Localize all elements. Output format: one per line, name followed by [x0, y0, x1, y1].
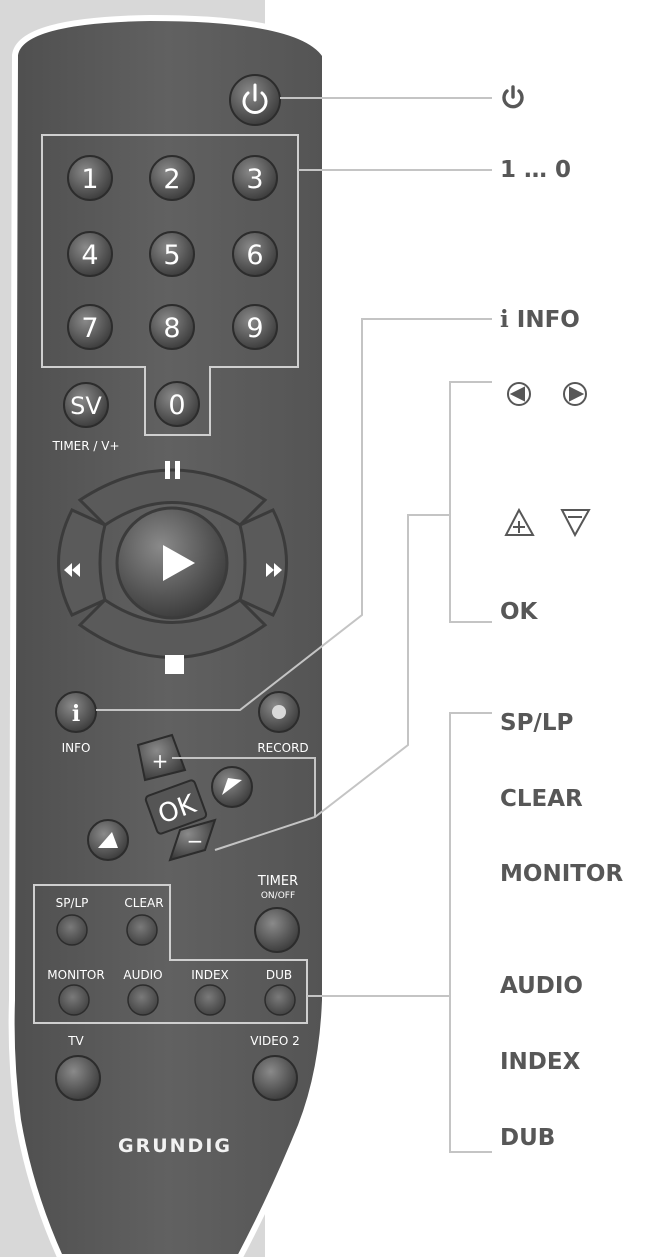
number-label-1: 2: [163, 164, 180, 195]
right-arrow-icon: [222, 778, 242, 795]
ok-button[interactable]: [144, 779, 208, 835]
dub-button[interactable]: [264, 984, 296, 1016]
number-label-4: 5: [163, 240, 180, 271]
navigation-cluster: + − OK: [87, 733, 253, 862]
monitor-callout: MONITOR: [500, 861, 624, 887]
number-button-6[interactable]: [67, 304, 113, 350]
number-label-9: 0: [168, 390, 185, 421]
ok-callout: OK: [500, 599, 538, 625]
monitor-button[interactable]: [58, 984, 90, 1016]
number-label-6: 7: [81, 313, 98, 344]
timer-label: TIMER: [257, 874, 298, 889]
info-callout: i INFO: [500, 308, 580, 332]
power-icon: [242, 83, 268, 114]
index-label: INDEX: [191, 968, 229, 982]
power-icon: [502, 85, 524, 109]
number-label-0: 1: [81, 164, 98, 195]
audio-callout: AUDIO: [500, 973, 583, 999]
number-button-5[interactable]: [232, 231, 278, 277]
number-block-outline: [41, 134, 299, 436]
play-icon: [163, 545, 195, 581]
power-callout: [500, 84, 526, 110]
number-button-8[interactable]: [232, 304, 278, 350]
info-i-prefix: i: [500, 306, 509, 333]
plus-icon: +: [152, 749, 169, 773]
number-button-0[interactable]: [67, 155, 113, 201]
audio-label: AUDIO: [123, 968, 162, 982]
transport-cluster: [57, 461, 288, 674]
number-button-3[interactable]: [67, 231, 113, 277]
dub-callout: DUB: [500, 1125, 556, 1151]
tv-label: TV: [67, 1034, 84, 1048]
info-button[interactable]: [55, 691, 97, 733]
fast-forward-button[interactable]: [238, 508, 288, 617]
timer-on-off-button[interactable]: [254, 907, 300, 953]
clear-callout: CLEAR: [500, 786, 583, 812]
pause-icon: [165, 461, 180, 479]
audio-button[interactable]: [127, 984, 159, 1016]
number-button-1[interactable]: [149, 155, 195, 201]
dub-label: DUB: [266, 968, 292, 982]
leader-lines: [96, 97, 492, 1153]
rewind-button[interactable]: [57, 508, 107, 617]
info-label: INFO: [62, 741, 91, 755]
info-callout-text: INFO: [516, 307, 580, 333]
plus-minus-triangles-icon: [504, 507, 591, 538]
video2-label: VIDEO 2: [250, 1034, 299, 1048]
sv-label: SV: [70, 392, 102, 420]
left-arrow-icon: [98, 832, 118, 848]
stop-button[interactable]: [77, 598, 268, 659]
sp-lp-button[interactable]: [56, 914, 88, 946]
sp-lp-label: SP/LP: [56, 896, 89, 910]
fast-forward-icon: [266, 563, 282, 577]
index-button[interactable]: [194, 984, 226, 1016]
on-off-label: ON/OFF: [261, 891, 295, 901]
rewind-icon: [64, 563, 80, 577]
record-icon: [272, 705, 286, 719]
numbers-callout: 1 … 0: [500, 157, 572, 183]
video2-button[interactable]: [252, 1055, 298, 1101]
record-label: RECORD: [257, 741, 308, 755]
number-button-7[interactable]: [149, 304, 195, 350]
clear-button[interactable]: [126, 914, 158, 946]
info-i-icon: i: [72, 701, 80, 727]
lower-block-outline: [33, 884, 308, 1024]
index-callout: INDEX: [500, 1049, 581, 1075]
sv-button[interactable]: [63, 382, 109, 428]
number-label-5: 6: [246, 240, 263, 271]
pause-button[interactable]: [77, 468, 268, 527]
tv-button[interactable]: [55, 1055, 101, 1101]
volume-plus-button[interactable]: [136, 733, 187, 782]
number-label-7: 8: [163, 313, 180, 344]
number-button-9[interactable]: [154, 381, 200, 427]
stop-icon: [165, 655, 184, 674]
monitor-label: MONITOR: [47, 968, 104, 982]
number-label-8: 9: [246, 313, 263, 344]
number-label-3: 4: [81, 240, 98, 271]
number-button-4[interactable]: [149, 231, 195, 277]
sp-lp-callout: SP/LP: [500, 710, 574, 736]
volume-minus-button[interactable]: [168, 818, 217, 862]
number-label-2: 3: [246, 164, 263, 195]
clear-label: CLEAR: [124, 896, 163, 910]
brand-logo: GRUNDIG: [118, 1135, 232, 1157]
minus-icon: −: [187, 829, 204, 853]
left-right-arrows-icon: [507, 382, 587, 406]
timer-v-label: TIMER / V+: [51, 439, 119, 453]
number-button-2[interactable]: [232, 155, 278, 201]
